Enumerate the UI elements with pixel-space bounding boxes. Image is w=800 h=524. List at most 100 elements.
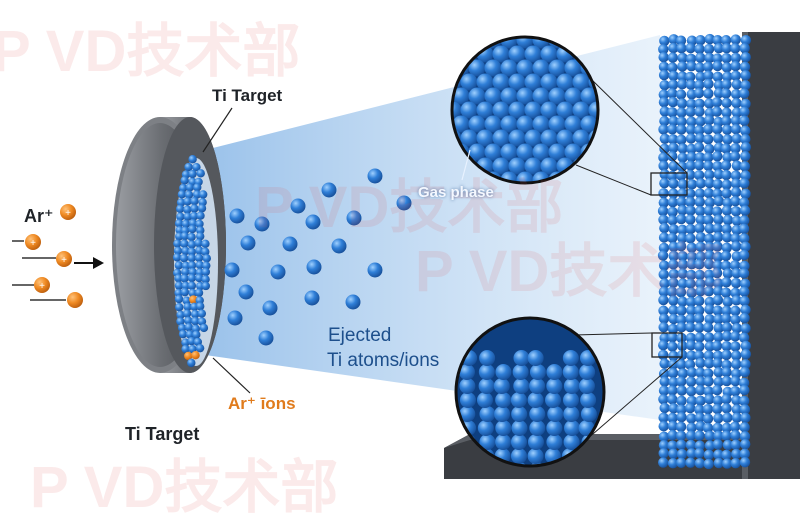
blue-atom-icon xyxy=(740,34,752,46)
blue-atom-icon xyxy=(685,439,697,451)
blue-atom-icon xyxy=(195,343,205,353)
blue-atom-icon xyxy=(731,268,742,279)
blue-atom-icon xyxy=(668,448,679,459)
blue-atom-icon xyxy=(202,254,212,263)
blue-atom-icon xyxy=(731,97,742,109)
blue-atom-icon xyxy=(731,133,742,144)
blue-atom-icon xyxy=(667,394,678,405)
blue-atom-icon xyxy=(739,312,750,324)
blue-atom-icon xyxy=(703,458,714,470)
blue-atom-icon xyxy=(460,73,478,91)
blue-atom-icon xyxy=(524,45,542,63)
blue-atom-icon xyxy=(564,420,581,436)
blue-atom-icon xyxy=(659,376,670,387)
blue-atom-icon xyxy=(720,250,732,262)
blue-atom-icon xyxy=(677,179,689,190)
blue-atom-icon xyxy=(686,251,698,262)
blue-atom-icon xyxy=(730,34,741,45)
blue-atom-icon xyxy=(695,52,706,63)
blue-atom-icon xyxy=(684,402,696,414)
blue-atom-icon xyxy=(695,34,706,46)
blue-atom-icon xyxy=(540,129,558,147)
blue-atom-icon xyxy=(195,219,204,229)
blue-atom-icon xyxy=(694,322,705,333)
blue-atom-icon xyxy=(721,340,732,352)
blue-atom-icon xyxy=(739,43,750,54)
blue-atom-icon xyxy=(659,35,670,47)
blue-atom-icon xyxy=(740,80,751,91)
blue-atom-icon xyxy=(685,376,697,387)
blue-atom-icon xyxy=(729,260,741,271)
blue-atom-icon xyxy=(721,359,732,371)
blue-atom-icon xyxy=(675,35,687,46)
blue-atom-icon xyxy=(479,350,496,366)
blue-atom-icon xyxy=(721,223,732,235)
blue-atom-icon xyxy=(677,204,688,216)
blue-atom-icon xyxy=(548,59,566,77)
blue-atom-icon xyxy=(730,52,742,64)
blue-atom-icon xyxy=(721,375,732,387)
blue-atom-icon xyxy=(667,457,679,469)
blue-atom-icon xyxy=(180,239,189,248)
blue-atom-icon xyxy=(516,87,534,105)
target-top-leader xyxy=(202,107,233,153)
deposited-ti-film xyxy=(657,33,752,470)
blue-atom-icon xyxy=(731,395,742,406)
blue-atom-icon xyxy=(516,115,534,133)
blue-atom-icon xyxy=(740,304,751,316)
blue-atom-icon xyxy=(731,359,742,370)
blue-atom-icon xyxy=(721,366,732,378)
blue-atom-icon xyxy=(739,178,750,189)
blue-atom-icon xyxy=(492,73,510,91)
blue-atom-icon xyxy=(564,143,582,161)
blue-atom-icon xyxy=(712,151,723,162)
blue-atom-icon xyxy=(667,232,678,244)
blue-atom-icon xyxy=(693,87,705,99)
blue-atom-icon xyxy=(694,169,705,181)
blue-atom-icon xyxy=(722,71,733,82)
blue-atom-icon xyxy=(658,197,670,208)
blue-atom-icon xyxy=(730,70,742,81)
blue-atom-icon xyxy=(712,286,724,297)
blue-atom-icon xyxy=(476,129,494,147)
blue-atom-icon xyxy=(180,287,190,297)
blue-atom-icon xyxy=(192,330,201,339)
blue-atom-icon xyxy=(712,160,723,172)
blue-atom-icon xyxy=(187,281,197,290)
blue-atom-icon xyxy=(712,403,723,415)
blue-atom-icon xyxy=(547,406,564,422)
blue-atom-icon xyxy=(540,157,558,175)
blue-atom-icon xyxy=(740,359,751,370)
blue-atom-icon xyxy=(695,231,707,243)
blue-atom-icon xyxy=(668,178,679,189)
blue-atom-icon xyxy=(510,448,527,464)
blue-atom-icon xyxy=(657,205,669,217)
blue-atom-icon xyxy=(730,430,741,441)
blue-atom-icon xyxy=(686,305,697,316)
blue-atom-icon xyxy=(730,186,742,198)
blue-atom-icon xyxy=(730,457,741,469)
blue-atom-icon xyxy=(459,406,476,422)
blue-atom-icon xyxy=(686,98,697,110)
blue-atom-icon xyxy=(181,261,191,270)
blue-atom-icon xyxy=(658,340,669,351)
blue-atom-icon xyxy=(508,157,526,175)
blue-atom-icon xyxy=(194,253,204,263)
blue-atom-icon xyxy=(658,89,669,100)
blue-atom-icon xyxy=(740,340,752,352)
blue-atom-icon xyxy=(675,430,687,441)
blue-atom-icon xyxy=(703,214,714,226)
blue-atom-icon xyxy=(730,43,741,54)
blue-atom-icon xyxy=(290,198,306,214)
blue-atom-icon xyxy=(722,268,734,279)
blue-atom-icon xyxy=(229,208,245,224)
blue-atom-icon xyxy=(739,295,750,307)
blue-atom-icon xyxy=(658,394,669,405)
blue-atom-icon xyxy=(703,88,714,99)
blue-atom-icon xyxy=(179,254,189,263)
blue-atom-icon xyxy=(196,211,205,220)
blue-atom-icon xyxy=(675,286,687,298)
blue-atom-icon xyxy=(174,219,184,228)
blue-atom-icon xyxy=(508,73,526,91)
blue-atom-icon xyxy=(484,87,502,105)
